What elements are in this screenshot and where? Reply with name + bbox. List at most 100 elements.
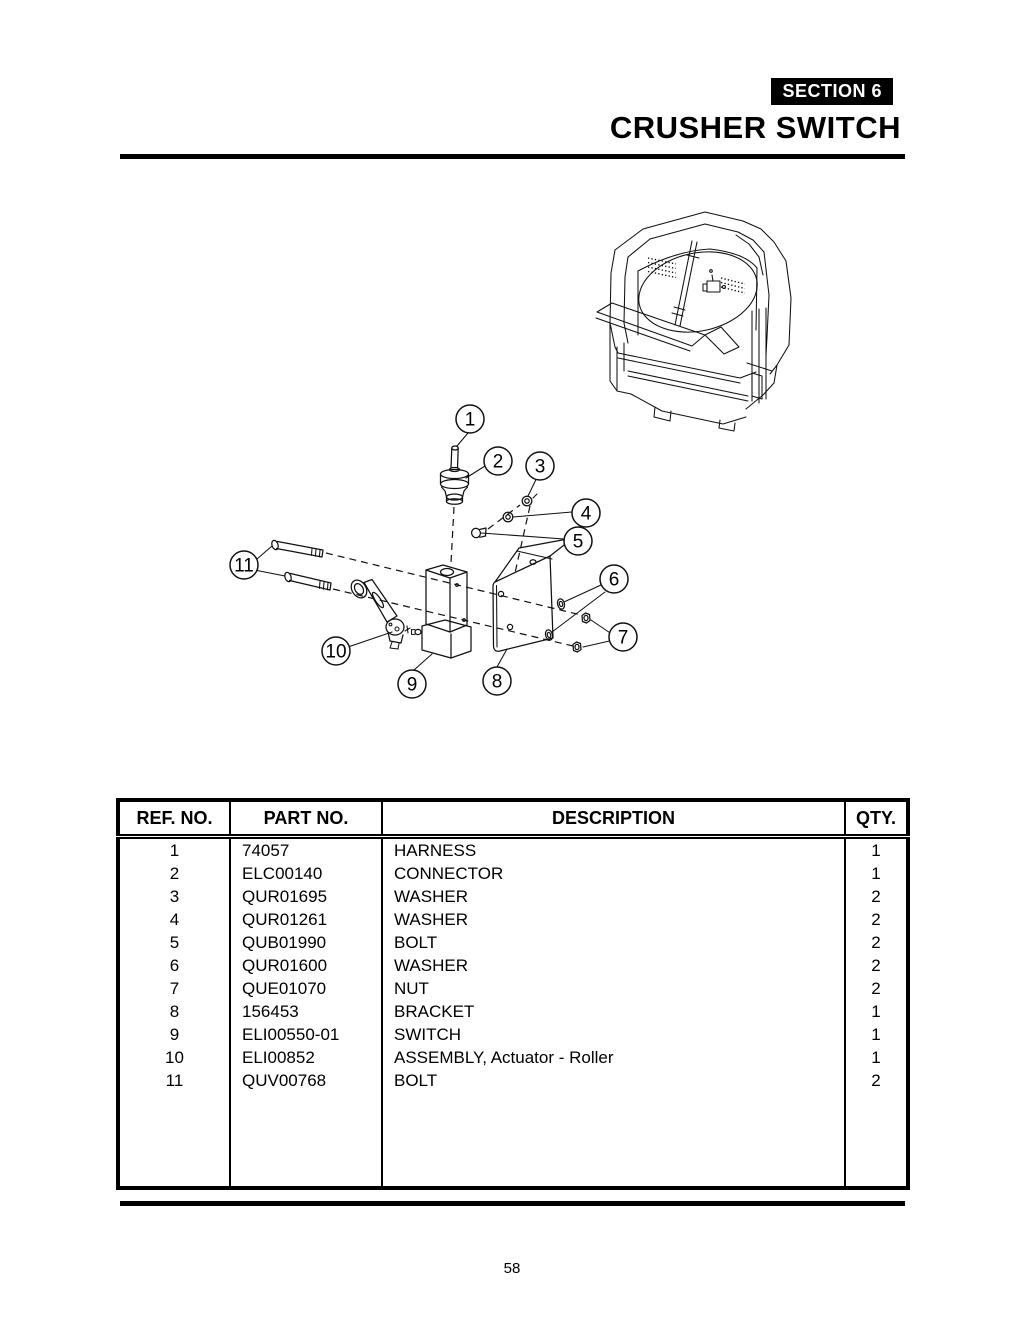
table-row: 11 QUV00768 BOLT 2 — [118, 1069, 908, 1092]
svg-text:10: 10 — [325, 642, 346, 663]
header-ref-no: REF. NO. — [118, 800, 230, 839]
callout-2: 2 — [465, 446, 513, 479]
cell-qty: 2 — [844, 908, 908, 931]
table-row: 10 ELI00852 ASSEMBLY, Actuator - Roller … — [118, 1046, 908, 1069]
cell-part: ELI00550-01 — [229, 1023, 382, 1046]
cell-ref: 4 — [169, 909, 180, 929]
cell-ref: 11 — [165, 1070, 184, 1090]
cell-ref: 2 — [169, 863, 180, 883]
axis-bolt5 — [487, 504, 521, 530]
switch-location-detail — [702, 269, 727, 293]
table-row: 3 QUR01695 WASHER 2 — [118, 885, 908, 908]
svg-text:6: 6 — [609, 570, 620, 591]
cell-qty: 2 — [844, 1069, 908, 1092]
cell-part: ELC00140 — [229, 862, 382, 885]
part-washers-6 — [544, 598, 566, 641]
table-row: 4 QUR01261 WASHER 2 — [118, 908, 908, 931]
header-qty: QTY. — [844, 800, 908, 839]
cell-ref: 5 — [169, 932, 180, 952]
cell-qty: 1 — [844, 836, 908, 862]
cell-part: QUV00768 — [229, 1069, 382, 1092]
cell-desc: HARNESS — [381, 836, 845, 862]
callout-3: 3 — [525, 451, 555, 497]
svg-text:8: 8 — [492, 672, 503, 693]
cell-ref: 3 — [169, 886, 180, 906]
part-bracket — [492, 537, 574, 652]
parts-table: REF. NO. PART NO. DESCRIPTION QTY. 1 740… — [116, 798, 910, 1190]
cell-desc: BOLT — [381, 931, 845, 954]
cell-part: 74057 — [229, 836, 382, 862]
table-row: 6 QUR01600 WASHER 2 — [118, 954, 908, 977]
part-nuts-7 — [572, 612, 591, 653]
footer-rule — [120, 1201, 905, 1206]
cell-desc: SWITCH — [381, 1023, 845, 1046]
table-row: 8 156453 BRACKET 1 — [118, 1000, 908, 1023]
table-header-row: REF. NO. PART NO. DESCRIPTION QTY. — [118, 800, 908, 839]
part-washer-3 — [521, 493, 538, 507]
page-number: 58 — [503, 1260, 521, 1277]
cell-desc: WASHER — [381, 885, 845, 908]
part-bolts-11 — [271, 539, 332, 591]
axis-connector — [450, 506, 455, 564]
cell-ref: 9 — [169, 1024, 180, 1044]
table-row: 1 74057 HARNESS 1 — [118, 836, 908, 862]
detail-ellipse — [638, 251, 758, 333]
cell-desc: BRACKET — [381, 1000, 845, 1023]
parts-diagram: 1 2 3 4 5 6 — [229, 211, 792, 699]
callout-6: 6 — [551, 564, 629, 633]
header-description: DESCRIPTION — [381, 800, 845, 839]
callout-9: 9 — [397, 653, 433, 699]
cell-qty: 1 — [844, 1046, 908, 1069]
table-empty-space — [118, 1092, 908, 1188]
section-badge: SECTION 6 — [771, 78, 893, 105]
callout-8: 8 — [482, 648, 512, 696]
cell-qty: 2 — [844, 931, 908, 954]
part-switch — [410, 564, 472, 659]
cell-qty: 1 — [844, 862, 908, 885]
cell-part: QUR01261 — [229, 908, 382, 931]
machine-overview-drawing — [595, 211, 792, 432]
callout-7: 7 — [582, 619, 638, 652]
page-title: CRUSHER SWITCH — [609, 110, 901, 145]
part-bolt-5 — [470, 527, 487, 539]
cell-ref: 10 — [165, 1047, 184, 1067]
cell-desc: NUT — [381, 977, 845, 1000]
table-row: 2 ELC00140 CONNECTOR 1 — [118, 862, 908, 885]
cell-part: 156453 — [229, 1000, 382, 1023]
svg-text:11: 11 — [234, 556, 254, 577]
table-row: 7 QUE01070 NUT 2 — [118, 977, 908, 1000]
cell-qty: 1 — [844, 1000, 908, 1023]
vent-grid-left — [647, 257, 677, 279]
cell-desc: CONNECTOR — [381, 862, 845, 885]
cell-ref: 6 — [169, 955, 180, 975]
title-rule — [120, 154, 905, 159]
callout-11: 11 — [229, 545, 286, 580]
svg-text:2: 2 — [493, 452, 504, 473]
svg-text:5: 5 — [573, 532, 584, 553]
cell-desc: WASHER — [381, 954, 845, 977]
cell-part: QUR01695 — [229, 885, 382, 908]
table-row: 9 ELI00550-01 SWITCH 1 — [118, 1023, 908, 1046]
svg-text:4: 4 — [581, 504, 592, 525]
svg-text:1: 1 — [465, 410, 476, 431]
header-part-no: PART NO. — [229, 800, 382, 839]
callout-4: 4 — [512, 498, 601, 528]
cell-qty: 2 — [844, 885, 908, 908]
cell-ref: 7 — [169, 978, 180, 998]
cell-part: QUB01990 — [229, 931, 382, 954]
cell-qty: 1 — [844, 1023, 908, 1046]
callout-1: 1 — [455, 404, 485, 447]
callout-10: 10 — [321, 631, 393, 666]
svg-text:3: 3 — [535, 457, 546, 478]
svg-text:7: 7 — [618, 628, 629, 649]
cell-part: ELI00852 — [229, 1046, 382, 1069]
table-row: 5 QUB01990 BOLT 2 — [118, 931, 908, 954]
axis-lower-bolt — [332, 588, 574, 647]
axis-upper-bolt — [325, 552, 582, 616]
cell-desc: WASHER — [381, 908, 845, 931]
cell-part: QUE01070 — [229, 977, 382, 1000]
cell-qty: 2 — [844, 977, 908, 1000]
cell-ref: 1 — [169, 840, 180, 860]
callout-5: 5 — [480, 526, 593, 556]
